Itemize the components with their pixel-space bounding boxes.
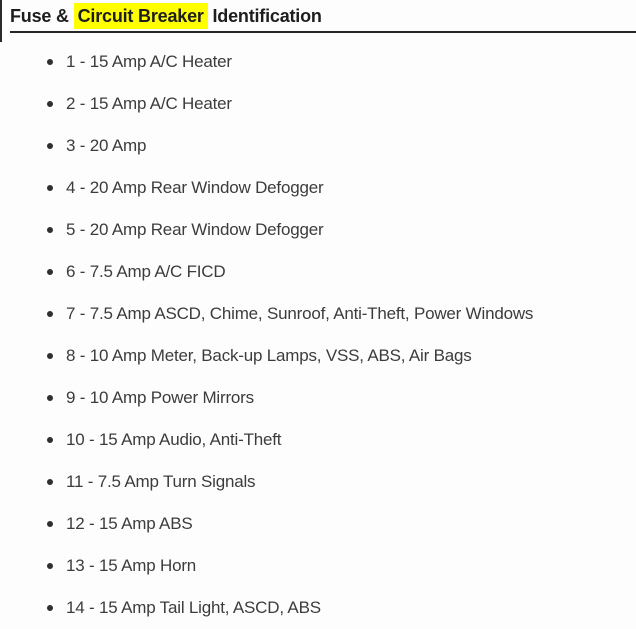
list-item-label: 14 - 15 Amp Tail Light, ASCD, ABS [66,598,321,617]
list-item-label: 13 - 15 Amp Horn [66,556,197,575]
bullet-icon [47,437,53,443]
page-title: Fuse & Circuit Breaker Identification [10,3,636,29]
list-item: 6 - 7.5 Amp A/C FICD [47,251,636,293]
list-item-label: 10 - 15 Amp Audio, Anti-Theft [66,430,282,449]
list-item-label: 7 - 7.5 Amp ASCD, Chime, Sunroof, Anti-T… [66,304,534,323]
bullet-icon [47,227,53,233]
header: Fuse & Circuit Breaker Identification [0,0,636,29]
list-item-label: 6 - 7.5 Amp A/C FICD [66,262,226,281]
list-item-label: 9 - 10 Amp Power Mirrors [66,388,254,407]
list-item: 10 - 15 Amp Audio, Anti-Theft [47,419,636,461]
left-edge-border [0,0,2,42]
list-item: 4 - 20 Amp Rear Window Defogger [47,167,636,209]
fuse-list: 1 - 15 Amp A/C Heater 2 - 15 Amp A/C Heat… [0,33,636,629]
list-item: 7 - 7.5 Amp ASCD, Chime, Sunroof, Anti-T… [47,293,636,335]
list-item: 1 - 15 Amp A/C Heater [47,41,636,83]
bullet-icon [47,185,53,191]
list-item: 12 - 15 Amp ABS [47,503,636,545]
list-item-label: 8 - 10 Amp Meter, Back-up Lamps, VSS, AB… [66,346,472,365]
list-item: 14 - 15 Amp Tail Light, ASCD, ABS [47,587,636,629]
list-item: 3 - 20 Amp [47,125,636,167]
list-item-label: 1 - 15 Amp A/C Heater [66,52,232,71]
bullet-icon [47,353,53,359]
bullet-icon [47,563,53,569]
list-item: 13 - 15 Amp Horn [47,545,636,587]
list-item: 11 - 7.5 Amp Turn Signals [47,461,636,503]
title-highlight: Circuit Breaker [73,3,208,29]
title-suffix: Identification [207,6,322,26]
bullet-icon [47,605,53,611]
list-item-label: 3 - 20 Amp [66,136,147,155]
title-divider [10,31,636,33]
list-item-label: 12 - 15 Amp ABS [66,514,193,533]
bullet-icon [47,143,53,149]
list-item: 8 - 10 Amp Meter, Back-up Lamps, VSS, AB… [47,335,636,377]
list-item: 2 - 15 Amp A/C Heater [47,83,636,125]
list-item: 9 - 10 Amp Power Mirrors [47,377,636,419]
bullet-icon [47,101,53,107]
list-item-label: 11 - 7.5 Amp Turn Signals [66,472,256,491]
list-item-label: 5 - 20 Amp Rear Window Defogger [66,220,324,239]
bullet-icon [47,479,53,485]
list-item-label: 4 - 20 Amp Rear Window Defogger [66,178,324,197]
title-prefix: Fuse & [10,6,74,26]
list-item: 5 - 20 Amp Rear Window Defogger [47,209,636,251]
bullet-icon [47,395,53,401]
list-item-label: 2 - 15 Amp A/C Heater [66,94,232,113]
bullet-icon [47,311,53,317]
bullet-icon [47,269,53,275]
bullet-icon [47,521,53,527]
bullet-icon [47,59,53,65]
